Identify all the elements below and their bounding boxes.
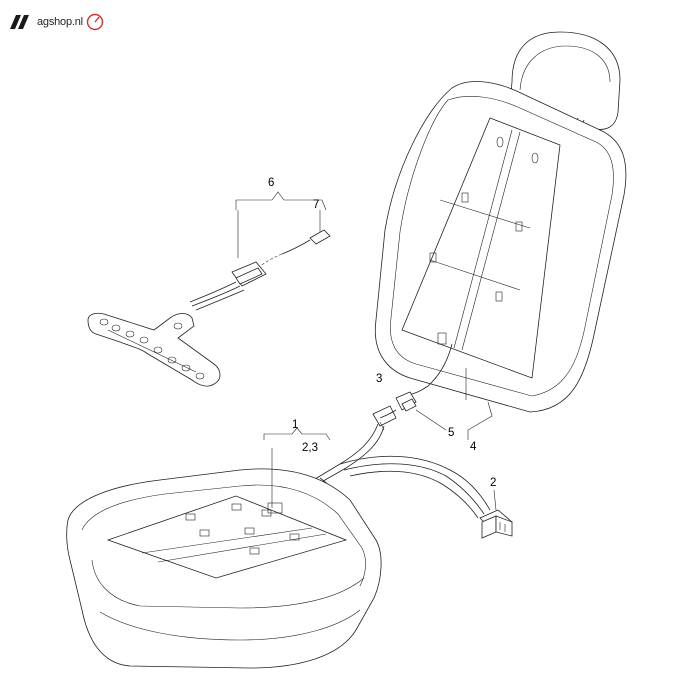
site-logo[interactable]: agshop.nl <box>10 10 105 34</box>
heating-element-detail <box>87 191 331 387</box>
seat-cushion <box>66 448 382 669</box>
callout-5: 5 <box>448 427 454 439</box>
speedometer-icon <box>86 13 104 31</box>
logo-mark-icon <box>10 14 36 30</box>
callout-6: 6 <box>268 177 274 189</box>
callout-1: 1 <box>292 419 298 431</box>
callout-2-3: 2,3 <box>302 442 318 454</box>
callout-7: 7 <box>313 199 319 211</box>
callout-3: 3 <box>376 373 382 385</box>
callout-4: 4 <box>470 441 477 453</box>
callout-2: 2 <box>490 477 496 489</box>
logo-text: agshop.nl <box>37 16 83 28</box>
seat-backrest <box>374 31 627 440</box>
callout-labels: 6 7 3 5 4 2 1 2,3 <box>263 177 496 511</box>
connector-assembly <box>372 391 417 431</box>
